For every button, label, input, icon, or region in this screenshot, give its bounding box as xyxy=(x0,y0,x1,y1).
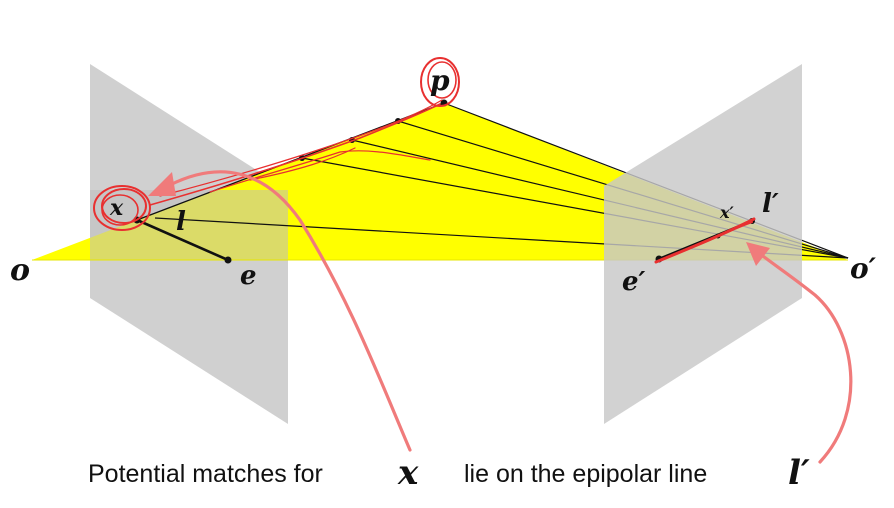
label-l: l xyxy=(176,207,186,237)
label-p: p xyxy=(430,64,450,97)
red-annotations xyxy=(93,57,756,264)
epipolar-line-l xyxy=(136,218,229,262)
arrow-head-l-prime xyxy=(746,242,770,266)
pink-arrows xyxy=(168,170,853,464)
circle-around-x xyxy=(93,185,151,231)
caption-symbol-x: x xyxy=(397,453,419,493)
arrow-to-x xyxy=(168,170,412,452)
ray-scribble xyxy=(149,103,441,206)
circle-around-p xyxy=(420,57,460,107)
label-e-prime: e′ xyxy=(622,267,646,297)
label-o-prime: o′ xyxy=(850,252,877,285)
left-image-plane-overlay xyxy=(90,190,288,260)
label-x: x xyxy=(109,195,124,221)
arrow-head-x xyxy=(148,172,176,196)
point-e xyxy=(224,256,232,264)
right-image-plane xyxy=(604,64,802,424)
label-e: e xyxy=(240,261,257,291)
caption-symbol-l-prime: l′ xyxy=(788,453,810,493)
caption-text-2: lie on the epipolar line xyxy=(464,460,707,488)
caption-text-1: Potential matches for xyxy=(88,460,323,488)
arrow-to-l-prime xyxy=(753,248,853,464)
label-x-prime: x′ xyxy=(719,203,735,222)
label-l-prime: l′ xyxy=(762,189,779,219)
label-o: o xyxy=(10,253,30,288)
